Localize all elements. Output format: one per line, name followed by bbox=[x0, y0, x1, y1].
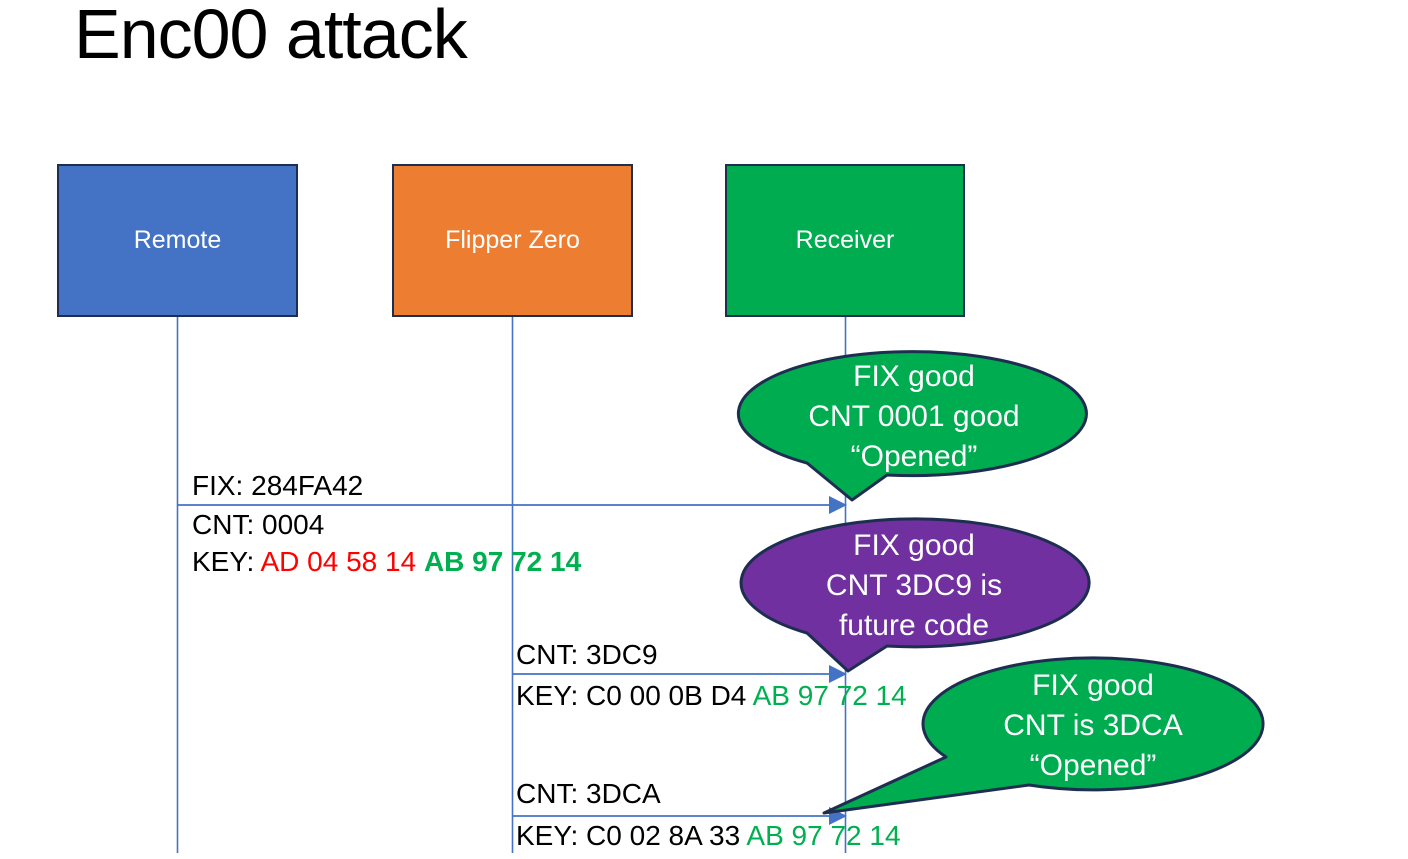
callout-3-line-2: CNT is 3DCA bbox=[1003, 709, 1183, 742]
callout-bubble-3 bbox=[822, 656, 1265, 815]
callout-3-line-1: FIX good bbox=[1032, 669, 1154, 702]
message-2-key-tail: AB 97 72 14 bbox=[752, 680, 907, 711]
callout-bubble-1 bbox=[736, 350, 1088, 502]
message-1-fix-label: FIX: 284FA42 bbox=[192, 471, 363, 501]
actor-box-flipper-zero: Flipper Zero bbox=[392, 164, 633, 317]
message-3-key-head: C0 02 8A 33 bbox=[586, 820, 747, 851]
callout-2-line-2: CNT 3DC9 is bbox=[825, 569, 1003, 602]
page-title: Enc00 attack bbox=[74, 0, 468, 73]
message-arrow-2-head-icon bbox=[829, 665, 847, 683]
message-1-cnt-label: CNT: 0004 bbox=[192, 510, 324, 540]
message-1-cnt-value: CNT: 0004 bbox=[192, 509, 325, 540]
actor-label-flipper-zero: Flipper Zero bbox=[445, 226, 580, 254]
callout-1-line-1: FIX good bbox=[853, 360, 975, 393]
message-1-fix-value: FIX: 284FA42 bbox=[192, 470, 364, 501]
actor-box-remote: Remote bbox=[57, 164, 298, 317]
message-3-key-label: KEY: C0 02 8A 33 AB 97 72 14 bbox=[516, 821, 901, 851]
callout-3-text: FIX good CNT is 3DCA “Opened” bbox=[920, 666, 1266, 786]
message-2-key-label: KEY: C0 00 0B D4 AB 97 72 14 bbox=[516, 681, 907, 711]
actor-label-receiver: Receiver bbox=[795, 226, 895, 254]
message-2-key-head: C0 00 0B D4 bbox=[586, 680, 753, 711]
message-3-key-tail: AB 97 72 14 bbox=[746, 820, 901, 851]
message-1-key-label: KEY: AD 04 58 14 AB 97 72 14 bbox=[192, 547, 581, 577]
actor-box-receiver: Receiver bbox=[725, 164, 965, 317]
callout-2-text: FIX good CNT 3DC9 is future code bbox=[741, 526, 1087, 646]
message-arrow-1-head-icon bbox=[829, 496, 847, 514]
callout-2-line-1: FIX good bbox=[853, 529, 975, 562]
callout-1-text: FIX good CNT 0001 good “Opened” bbox=[741, 357, 1087, 477]
message-1-key-tail: AB 97 72 14 bbox=[423, 546, 582, 577]
callout-1-line-2: CNT 0001 good bbox=[808, 400, 1020, 433]
message-3-key-prefix: KEY: bbox=[516, 820, 587, 851]
callout-3-line-3: “Opened” bbox=[1029, 749, 1157, 782]
actor-label-remote: Remote bbox=[133, 226, 222, 254]
message-2-cnt-label: CNT: 3DC9 bbox=[516, 640, 658, 670]
callout-1-line-3: “Opened” bbox=[850, 440, 978, 473]
callout-2-line-3: future code bbox=[838, 609, 990, 642]
callout-bubble-2 bbox=[739, 517, 1091, 673]
message-1-key-prefix: KEY: bbox=[192, 546, 261, 577]
message-3-cnt-label: CNT: 3DCA bbox=[516, 779, 661, 809]
message-2-cnt-value: CNT: 3DC9 bbox=[516, 639, 658, 670]
message-3-cnt-value: CNT: 3DCA bbox=[516, 778, 661, 809]
message-2-key-prefix: KEY: bbox=[516, 680, 587, 711]
message-1-key-head: AD 04 58 14 bbox=[260, 546, 424, 577]
